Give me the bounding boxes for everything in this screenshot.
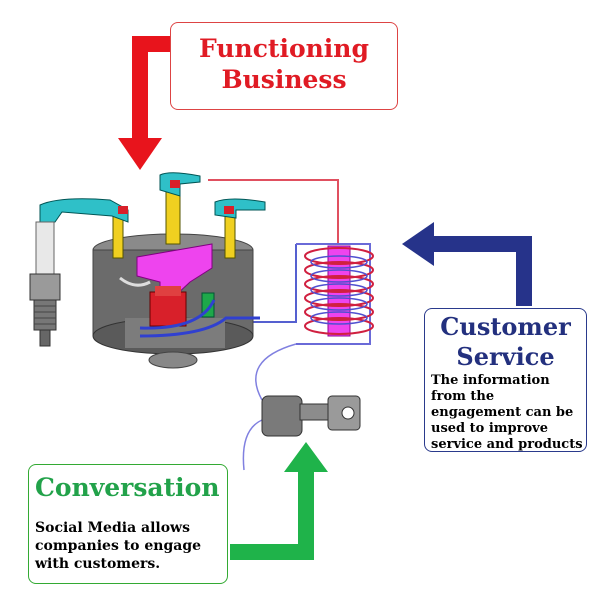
blue-wire-key — [255, 343, 297, 401]
customer-service-body: The information from the engagement can … — [431, 373, 583, 452]
blue-arrow — [402, 222, 532, 306]
conversation-title: Conversation — [35, 473, 220, 502]
functioning-business-title: Functioning Business — [199, 34, 369, 94]
customer-service-box: Customer Service The information from th… — [424, 308, 587, 452]
spark-plug — [29, 221, 61, 347]
ignition-key — [261, 395, 361, 437]
conversation-box: Conversation Social Media allows compani… — [28, 464, 228, 584]
blue-wire — [235, 244, 297, 323]
distributor — [39, 172, 266, 369]
conversation-body: Social Media allows companies to engage … — [35, 520, 202, 572]
blue-wire-down — [242, 419, 263, 471]
red-arrow — [118, 36, 178, 170]
functioning-business-box: Functioning Business — [170, 22, 398, 110]
customer-service-title: Customer Service — [440, 312, 571, 371]
ignition-coil — [304, 245, 374, 337]
red-wire — [208, 179, 339, 244]
green-arrow — [230, 442, 328, 560]
